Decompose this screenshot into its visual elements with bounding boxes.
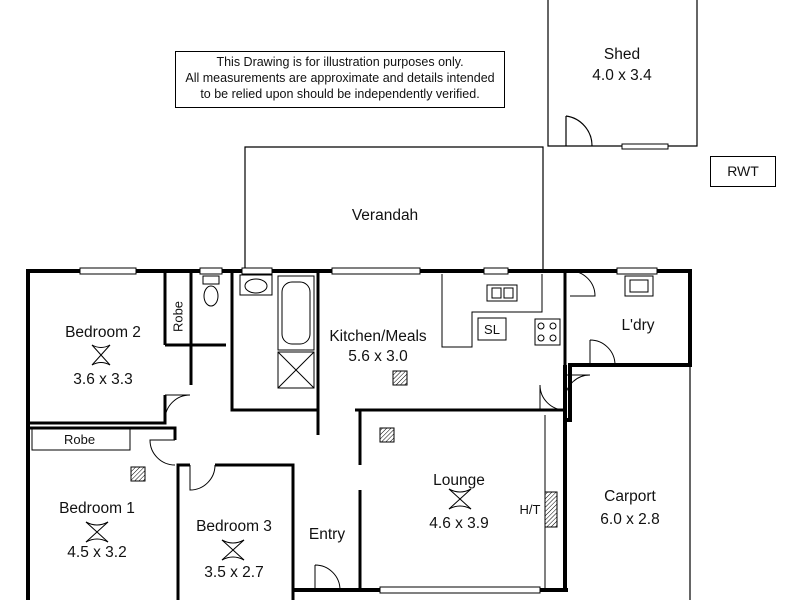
lounge-name: Lounge xyxy=(433,472,485,489)
kitchen-name: Kitchen/Meals xyxy=(329,328,427,345)
shed-size: 4.0 x 3.4 xyxy=(592,67,652,84)
rwt-label: RWT xyxy=(710,156,776,187)
bedroom3-name: Bedroom 3 xyxy=(196,518,272,535)
laundry-tub xyxy=(624,275,654,297)
kitchen-bench xyxy=(441,274,561,348)
ceiling-fan-bed1 xyxy=(85,521,109,543)
kitchen-size: 5.6 x 3.0 xyxy=(348,348,408,365)
shed-name: Shed xyxy=(603,46,641,63)
disclaimer-line-1: This Drawing is for illustration purpose… xyxy=(216,55,464,69)
laundry-name: L'dry xyxy=(621,317,655,334)
bedroom3-size: 3.5 x 2.7 xyxy=(204,564,264,581)
bedroom1-name: Bedroom 1 xyxy=(59,500,135,517)
robe-bedroom1-label: Robe xyxy=(64,432,96,447)
carport-name: Carport xyxy=(604,488,656,505)
bedroom2-name: Bedroom 2 xyxy=(65,324,141,341)
ht-unit xyxy=(544,491,558,528)
bathtub xyxy=(277,275,315,351)
hatched-heater-lounge xyxy=(379,427,395,443)
doors xyxy=(149,270,616,591)
interior-walls xyxy=(28,271,567,600)
ht-label: H/T xyxy=(519,502,541,517)
carport-size: 6.0 x 2.8 xyxy=(600,511,660,528)
disclaimer-line-2: All measurements are approximate and det… xyxy=(185,71,495,85)
ceiling-fan-bed2 xyxy=(91,344,111,366)
bedroom2-size: 3.6 x 3.3 xyxy=(73,371,133,388)
robe-bedroom2-label: Robe xyxy=(170,300,186,333)
vanity-basin xyxy=(239,274,273,296)
disclaimer-line-3: to be relied upon should be independentl… xyxy=(200,87,480,101)
shed-door xyxy=(565,115,593,147)
disclaimer-box: This Drawing is for illustration purpose… xyxy=(175,51,505,108)
verandah-outline xyxy=(244,146,544,270)
bedroom1-size: 4.5 x 3.2 xyxy=(67,544,127,561)
lounge-size: 4.6 x 3.9 xyxy=(429,515,489,532)
shed-window xyxy=(621,143,669,150)
robe-bedroom1-outline xyxy=(31,427,131,451)
shower xyxy=(277,351,315,389)
toilet-icon xyxy=(202,275,220,307)
hatched-heater-kitchen xyxy=(392,370,408,386)
hatched-heater-bed1 xyxy=(130,466,146,482)
windows xyxy=(79,267,658,594)
sl-label: SL xyxy=(484,322,500,337)
verandah-name: Verandah xyxy=(351,207,419,224)
entry-name: Entry xyxy=(308,526,346,543)
ceiling-fan-bed3 xyxy=(221,539,245,561)
ceiling-fan-lounge xyxy=(448,488,472,510)
